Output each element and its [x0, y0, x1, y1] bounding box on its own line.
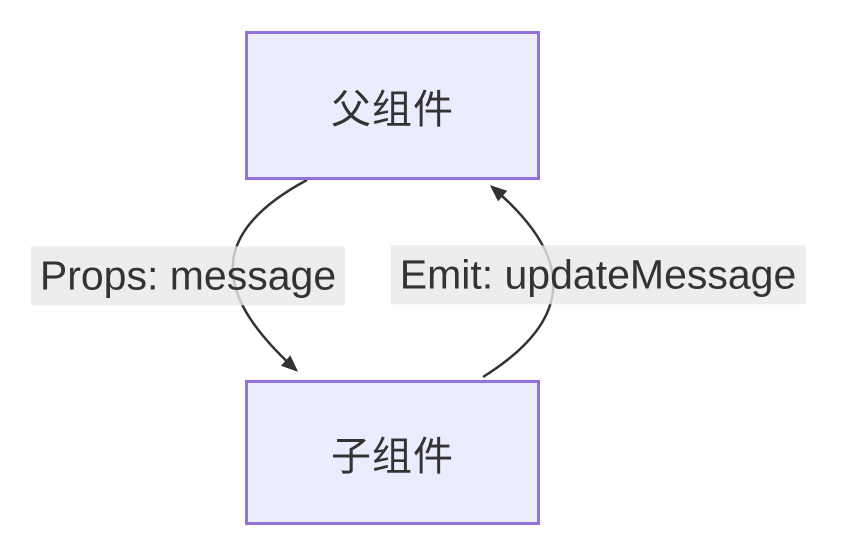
edge-label-emit: Emit: updateMessage	[390, 245, 806, 305]
node-parent-component: 父组件	[245, 31, 540, 180]
node-parent-label: 父组件	[331, 87, 454, 132]
node-child-label: 子组件	[331, 434, 454, 479]
node-child-component: 子组件	[245, 380, 540, 525]
edge-label-props: Props: message	[30, 246, 346, 306]
